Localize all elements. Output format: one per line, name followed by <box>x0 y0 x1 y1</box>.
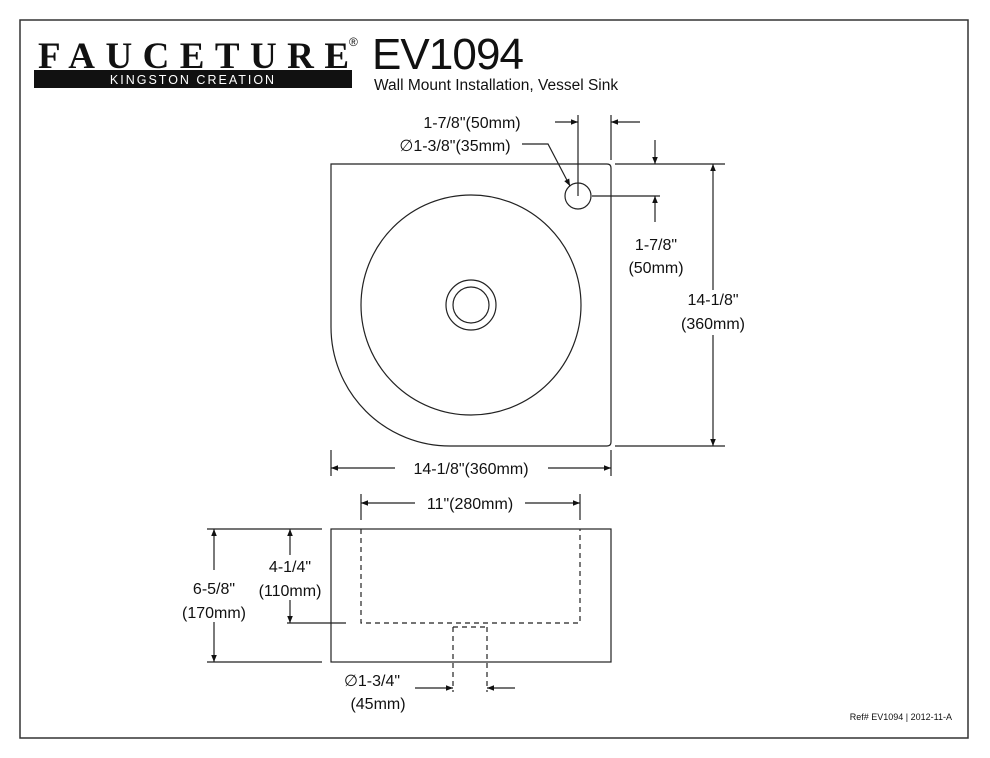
side-view: 11"(280mm) 6-5/8" (170mm) 4-1/4" (110mm)… <box>182 494 612 713</box>
drain-diameter-mm: (45mm) <box>350 696 405 713</box>
total-height-label: 6-5/8" <box>193 581 235 598</box>
reference-code: Ref# EV1094 | 2012-11-A <box>850 712 952 722</box>
depth-mm: (360mm) <box>681 316 745 333</box>
top-view: 1-7/8"(50mm) ∅1-3/8"(35mm) 1-7/8" (50mm)… <box>330 115 745 478</box>
drain-inner <box>452 286 490 324</box>
model-title: EV1094 <box>372 30 524 79</box>
width-label: 14-1/8"(360mm) <box>413 461 528 478</box>
drain-diameter-label: ∅1-3/4" <box>344 673 400 690</box>
registered-mark: ® <box>349 35 358 49</box>
bowl-depth-label: 4-1/4" <box>269 559 311 576</box>
faucet-hole-diameter-label: ∅1-3/8"(35mm) <box>399 138 510 155</box>
page-border <box>19 19 969 739</box>
bowl-width-label: 11"(280mm) <box>427 496 513 513</box>
faucet-offset-y-label: 1-7/8" <box>635 237 677 254</box>
brand-logo: FAUCETURE ® KINGSTON CREATION <box>34 35 358 88</box>
subtitle: Wall Mount Installation, Vessel Sink <box>374 77 618 94</box>
brand-tagline: KINGSTON CREATION <box>110 73 276 87</box>
faucet-offset-x-label: 1-7/8"(50mm) <box>423 115 520 132</box>
depth-label: 14-1/8" <box>687 292 738 309</box>
faucet-offset-y-mm: (50mm) <box>628 260 683 277</box>
bowl-depth-mm: (110mm) <box>259 583 322 600</box>
basin-circle <box>360 194 582 416</box>
total-height-mm: (170mm) <box>182 605 246 622</box>
drain-outer <box>445 279 497 331</box>
